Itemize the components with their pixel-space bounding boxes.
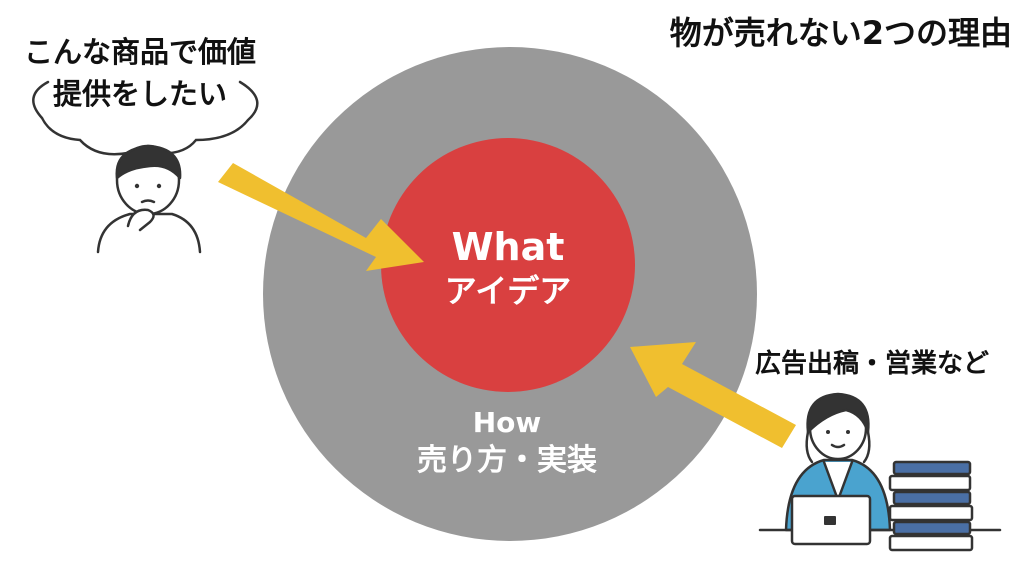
thought-bubble: こんな商品で価値 提供をしたい xyxy=(24,35,259,156)
thought-text-line2: 提供をしたい xyxy=(53,77,227,111)
idea-label: アイデア xyxy=(445,272,571,310)
diagram-title: 物が売れない2つの理由 xyxy=(670,14,1012,52)
arrow-to-inner-circle xyxy=(630,342,796,448)
arrow-to-what xyxy=(218,163,424,271)
what-label: What xyxy=(452,225,565,269)
how-label: How xyxy=(473,406,542,439)
thought-text-line1: こんな商品で価値 xyxy=(24,35,256,69)
document-stack-icon xyxy=(888,460,974,552)
thinking-man-icon xyxy=(96,144,202,254)
inner-circle-what xyxy=(381,138,635,392)
selling-method-label: 売り方・実装 xyxy=(417,443,597,478)
right-side-label: 広告出稿・営業など xyxy=(755,348,989,379)
